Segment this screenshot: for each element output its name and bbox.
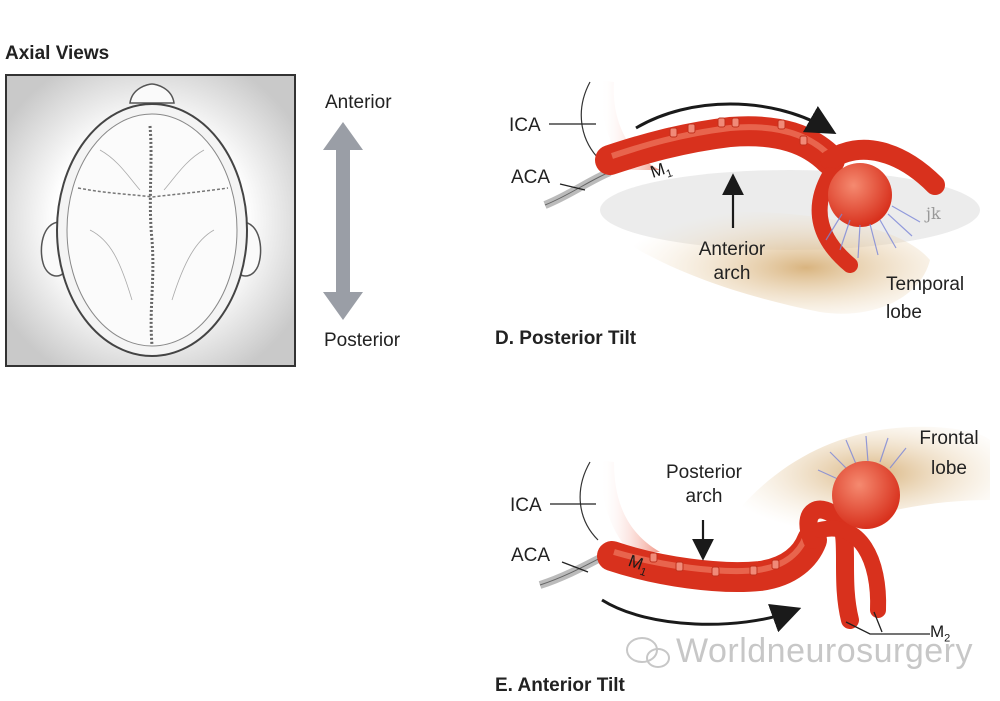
illustrator-signature: jk — [926, 204, 941, 223]
anterior-label: Anterior — [325, 92, 392, 113]
panel-d-ica-label: ICA — [509, 115, 541, 136]
panel-d-aca-label: ACA — [511, 167, 551, 188]
axial-skull-figure — [5, 74, 296, 367]
axial-views-title: Axial Views — [5, 43, 110, 64]
panel-d-caption: D. Posterior Tilt — [495, 328, 637, 349]
panel-e-ica-label: ICA — [510, 495, 542, 516]
panel-e-m2-label: M2 — [930, 622, 951, 645]
watermark-chat-icon — [626, 637, 670, 668]
posterior-label: Posterior — [324, 330, 401, 351]
panel-e-aca-label: ACA — [511, 545, 551, 566]
watermark-text: Worldneurosurgery — [676, 632, 974, 670]
panel-e-illustration — [538, 426, 990, 635]
panel-d-illustration — [543, 80, 980, 314]
panel-e-caption: E. Anterior Tilt — [495, 675, 625, 696]
anterior-posterior-arrow — [323, 122, 363, 320]
